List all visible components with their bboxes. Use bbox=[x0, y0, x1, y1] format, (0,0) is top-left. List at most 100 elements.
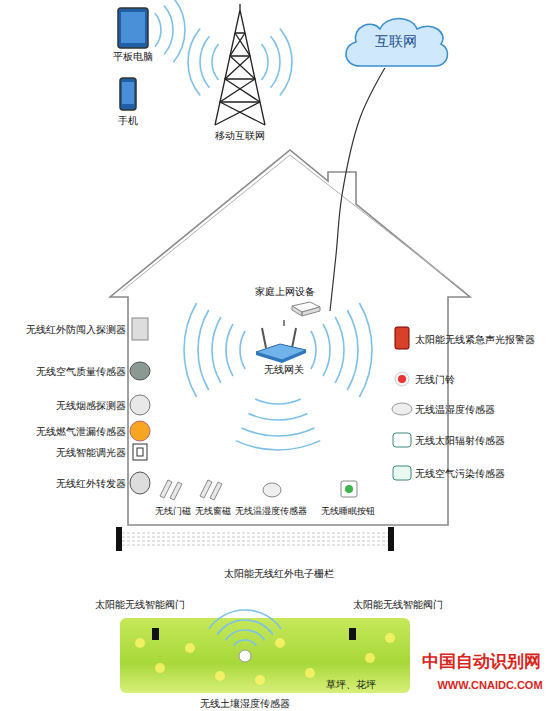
flower-dot bbox=[155, 663, 165, 673]
part-label: 无线红外转发器 bbox=[56, 477, 126, 490]
sensor-icons-right bbox=[392, 327, 412, 480]
radio-waves-part bbox=[217, 620, 273, 634]
part-label: 无线红外防闯入探测器 bbox=[26, 323, 126, 336]
infrared-fence-part bbox=[388, 527, 394, 551]
gateway-side bbox=[256, 350, 306, 363]
radio-waves-part bbox=[236, 441, 321, 450]
tower-icon-part bbox=[220, 33, 260, 102]
radio-waves-part bbox=[198, 310, 209, 390]
part-label: 无线门铃 bbox=[415, 373, 455, 386]
part-label: 无线睡眠按钮 bbox=[321, 505, 375, 517]
radio-waves-part bbox=[271, 36, 280, 87]
house-outline-part bbox=[122, 155, 464, 291]
phone-icon-part bbox=[122, 82, 134, 104]
part-label: 无线土壤湿度传感器 bbox=[200, 697, 290, 710]
flower-dot bbox=[275, 638, 285, 648]
sensor-icons-left-part bbox=[132, 318, 148, 340]
sensor-icons-bottom bbox=[160, 480, 357, 500]
radio-waves-part bbox=[255, 399, 301, 404]
node-label: 草坪、花坪 bbox=[326, 679, 376, 691]
gateway-icon bbox=[246, 326, 314, 364]
sensor-icons-left-part bbox=[133, 444, 147, 460]
sensor-icons-left-part bbox=[130, 362, 150, 380]
radio-waves-part bbox=[212, 317, 221, 383]
node-label: 无线网关 bbox=[246, 364, 322, 376]
radio-waves-part bbox=[280, 29, 292, 96]
radio-waves bbox=[209, 610, 281, 646]
part-label: 无线太阳辐射传感器 bbox=[415, 434, 505, 447]
sensor-icons-right-part bbox=[395, 327, 409, 349]
radio-waves-part bbox=[188, 29, 200, 96]
part-label: 无线空气质量传感器 bbox=[36, 365, 126, 378]
device-node: 家庭上网设备 bbox=[240, 286, 330, 320]
sensor-icons-right-part bbox=[392, 403, 412, 415]
flower-dot bbox=[305, 668, 315, 678]
infrared-fence-part bbox=[122, 533, 388, 545]
sensor-icons-left-part bbox=[130, 395, 150, 415]
radio-waves-part bbox=[155, 13, 161, 46]
sensor-icons-right-part bbox=[395, 372, 409, 386]
part-label: 无线温湿度传感器 bbox=[235, 505, 307, 517]
cloud-node: 互联网 bbox=[340, 14, 452, 68]
tablet-icon-part bbox=[118, 8, 148, 48]
part-label: 无线空气污染传感器 bbox=[415, 467, 505, 480]
watermark: WWW.CNAIDC.COM bbox=[437, 678, 542, 692]
radio-waves-part bbox=[242, 428, 315, 436]
gateway-top bbox=[256, 344, 306, 360]
sensor-icons-right-part bbox=[393, 433, 411, 447]
radio-waves-part bbox=[234, 640, 257, 646]
garden-band: 草坪、花坪 bbox=[120, 618, 410, 693]
valve-icon bbox=[349, 628, 356, 640]
flower-dot bbox=[185, 643, 195, 653]
tower-icon bbox=[215, 4, 265, 125]
part-label: 无线门磁 bbox=[155, 505, 191, 517]
radio-waves-part bbox=[173, 0, 185, 62]
part-label: 移动互联网 bbox=[215, 129, 265, 142]
radio-waves-part bbox=[184, 303, 197, 397]
cloud-outline bbox=[346, 19, 448, 67]
radio-waves-part bbox=[248, 413, 307, 420]
part-label: 无线燃气泄漏传感器 bbox=[36, 425, 126, 438]
node-label: 家庭上网设备 bbox=[240, 286, 330, 298]
part-label: 无线智能调光器 bbox=[56, 446, 126, 459]
flower-dot bbox=[135, 638, 145, 648]
cable-connector bbox=[283, 320, 284, 326]
radio-waves-part bbox=[225, 630, 264, 640]
tablet-icon bbox=[118, 8, 148, 48]
radio-waves bbox=[155, 0, 372, 450]
part-label: 太阳能无线智能阀门 bbox=[95, 598, 185, 611]
flower-dot bbox=[385, 633, 395, 643]
sensor-icons-left-part bbox=[130, 421, 150, 441]
node-label: 互联网 bbox=[375, 33, 417, 49]
part-label: 平板电脑 bbox=[113, 50, 153, 63]
soil-sensor-icon bbox=[239, 650, 251, 662]
sensor-icons-bottom-part bbox=[345, 485, 353, 493]
part-label: 无线温湿度传感器 bbox=[415, 403, 495, 416]
radio-waves-part bbox=[164, 6, 173, 55]
sensor-icons-bottom-part bbox=[200, 480, 222, 500]
part-label: 手机 bbox=[118, 114, 138, 127]
part-label: 无线烟感探测器 bbox=[56, 399, 126, 412]
tower-icon-part bbox=[215, 33, 265, 125]
flower-dot bbox=[365, 653, 375, 663]
infrared-fence-part bbox=[116, 527, 122, 551]
cable-connector bbox=[330, 68, 385, 311]
phone-icon bbox=[120, 78, 136, 110]
gateway-node: 无线网关 bbox=[246, 326, 322, 376]
flower-dot bbox=[215, 671, 225, 681]
part-label: 太阳能无线智能阀门 bbox=[353, 598, 443, 611]
sensor-icons-left-part bbox=[137, 448, 143, 456]
radio-waves-part bbox=[311, 331, 316, 369]
radio-waves-part bbox=[261, 44, 268, 80]
watermark: 中国自动识别网 bbox=[422, 652, 541, 672]
part-label: 太阳能无线红外电子栅栏 bbox=[224, 567, 334, 580]
radio-waves-part bbox=[359, 303, 372, 397]
sensor-icons-left-part bbox=[130, 472, 150, 494]
tablet-icon-part bbox=[121, 12, 145, 43]
radio-waves-part bbox=[209, 610, 281, 629]
radio-waves-part bbox=[335, 317, 344, 383]
radio-waves-part bbox=[347, 310, 358, 390]
infrared-fence bbox=[116, 527, 394, 551]
valve-icon bbox=[152, 628, 159, 640]
